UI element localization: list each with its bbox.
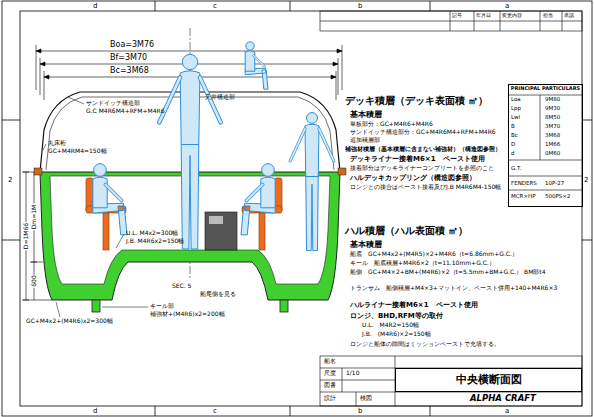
drawing-label: 変更内容 xyxy=(502,13,522,19)
drawing-label: ALPHA CRAFT xyxy=(470,394,536,404)
drawing-label: Bc xyxy=(511,132,518,138)
drawing-label: デッキライナー接着M6×1 ペースト使用 xyxy=(350,155,485,163)
drawing-label: G.T. xyxy=(511,165,521,171)
box-text: PRINCIPAL PARTICULARS xyxy=(511,86,580,92)
drawing-label: 基本積層 xyxy=(350,110,382,119)
drawing-label: Bc=3M68 xyxy=(110,66,149,75)
drawing-label: Boa=3M76 xyxy=(110,40,154,49)
drawing-label: ハルデッキカップリング（構造図参照） xyxy=(350,174,476,182)
drawing-label: FENDERS xyxy=(511,180,537,186)
drawing-label: サンドイッチ構造部分：GC+M4R6M4+RFM+M4R6 xyxy=(350,129,496,136)
drawing-label: 3M70 xyxy=(545,123,560,129)
drawing-label: 検図 xyxy=(360,395,372,402)
crew-figure xyxy=(245,42,268,89)
helm-console xyxy=(205,212,237,250)
drawing-label: d xyxy=(93,407,97,415)
drawing-label: a xyxy=(505,407,509,415)
drawing-label: 記号 xyxy=(452,13,462,19)
drawing-label: c xyxy=(213,407,217,415)
drawing-label: SEC. 5 xyxy=(172,283,191,290)
drawing-label: 8M50 xyxy=(545,114,560,120)
drawing-label: Loa xyxy=(511,96,521,102)
drawing-label: d xyxy=(511,150,515,156)
drawing-label: J.B. (M4R6)×2=150幅 xyxy=(362,331,431,338)
drawing-label: G.C M4R6M4+RFM+M4R6 xyxy=(86,108,164,115)
drawing-label: 600 xyxy=(31,274,38,287)
drawing-label: 担当 xyxy=(543,13,553,19)
dimension-lines xyxy=(22,45,342,300)
box-text: 中央横断面図 xyxy=(456,374,522,387)
drawing-label: U.L. M4R2=150幅 xyxy=(362,322,419,329)
drawing-label: 10P-27 xyxy=(545,180,564,186)
drawing-label: トランサム 船側積層+M4×3+マットイン、ペースト併用+140+M4R6×3 xyxy=(350,285,578,292)
drawing-label: b xyxy=(358,2,362,10)
drawing-label: 2 xyxy=(584,176,588,184)
drawing-label: 基本積層 xyxy=(350,240,382,249)
drawing-label: 500PS×2 xyxy=(545,193,570,199)
drawing-label: D xyxy=(511,141,515,147)
crew-figure xyxy=(241,164,275,235)
drawing-label: 接着部分はデッキライナーコンプリートを参照のこと xyxy=(350,165,494,172)
leader-lines xyxy=(43,97,148,317)
drawing-label: 1M66 xyxy=(545,141,560,147)
drawing-label: ハルライナー接着M6×1 ペースト使用 xyxy=(350,301,478,309)
drawing-label: 年月日 xyxy=(476,13,491,19)
title-cell: 中央横断面図 xyxy=(395,368,582,392)
drawing-label: 図番 xyxy=(324,382,336,389)
drawing-label: Bf=3M70 xyxy=(110,53,147,62)
drawing-label: 船名 xyxy=(324,358,336,365)
drawing-label: ロンジと船体の隙間はミッションペーストで充填する。 xyxy=(350,341,500,348)
drawing-label: c xyxy=(213,2,217,10)
drawing-label: U.L. M4x2=300幅 xyxy=(126,230,178,237)
crew-figure xyxy=(159,54,221,249)
drawing-label: 3M68 xyxy=(545,132,560,138)
drawing-label: Lpp xyxy=(511,105,521,111)
crew-figures xyxy=(93,42,334,251)
drawing-label: b xyxy=(358,407,362,415)
drawing-label: デッキ積層（デッキ表面積 ㎡） xyxy=(345,95,488,107)
drawing-label: 船側 GC+M4×2+BM+(M4R6)×2（t=5.5mm+BM+G.C.） … xyxy=(350,269,578,276)
drawing-label: 天井構造部 xyxy=(205,94,235,101)
drawing-label: 1/10 xyxy=(346,370,359,377)
drawing-label: 2 xyxy=(8,176,12,184)
drawing-label: 9M30 xyxy=(545,105,560,111)
drawing-label: Dm=1M xyxy=(31,204,38,231)
drawing-label: 補強材+(M4R6)x2=200幅 xyxy=(150,311,225,318)
drawing-label: d xyxy=(93,2,97,10)
drawing-label: 補強材積層（基本積層に含まない補強材）（構造図参照） xyxy=(345,146,501,153)
drawing-label: 9M80 xyxy=(545,96,560,102)
drawing-label: MCR×HP xyxy=(511,193,535,199)
drawing-label: B xyxy=(511,123,515,129)
drawing-label: J.B. M4R6x2=150幅 xyxy=(126,238,184,245)
drawing-label: サンドイッチ構造部 xyxy=(86,100,140,107)
drawing-label: キール部 xyxy=(150,303,174,310)
drawing-label: 丸床桁 xyxy=(48,140,66,147)
drawing-label: 承認 xyxy=(564,13,574,19)
drawing-label: 船底 GC+M4x2+(M4R5)×2+M4R6（t=6.86mm+G.C.） xyxy=(350,251,518,258)
drawing-label: 追加積層部 xyxy=(350,137,380,144)
drawing-label: GC+M4x2+(M4R6)x2=300幅 xyxy=(26,318,113,325)
drawing-label: ロンジとの接合はペースト接着及びJ.B M4R6M4-150幅 xyxy=(350,184,501,191)
drawing-label: 設計 xyxy=(324,395,336,402)
crew-figure xyxy=(290,113,334,251)
drawing-label: GC+M4RM4=150幅 xyxy=(48,148,107,155)
drawing-label: 単板部分：GC+M4R6+M4R6 xyxy=(350,121,433,128)
drawing-label: ロンジ、BHD,RFM等の取付 xyxy=(350,312,443,320)
drawing-label: D=1M66 xyxy=(23,222,30,250)
crew-figure xyxy=(93,164,127,235)
drawing-label: 尺度 xyxy=(324,370,336,377)
drawing-label: キール 船底積層+M4R6×2（t=11.10mm+G.C.） xyxy=(350,260,495,267)
particulars-table: PRINCIPAL PARTICULARS xyxy=(508,84,583,207)
drawing-label: a xyxy=(505,2,509,10)
drawing-label: 0M60 xyxy=(545,150,560,156)
drawing-label: Lwl xyxy=(511,114,520,120)
drawing-label: 船尾側を見る xyxy=(200,291,236,298)
title-tables xyxy=(320,11,583,406)
drawing-label: ハル積層（ハル表面積 ㎡） xyxy=(345,225,468,237)
